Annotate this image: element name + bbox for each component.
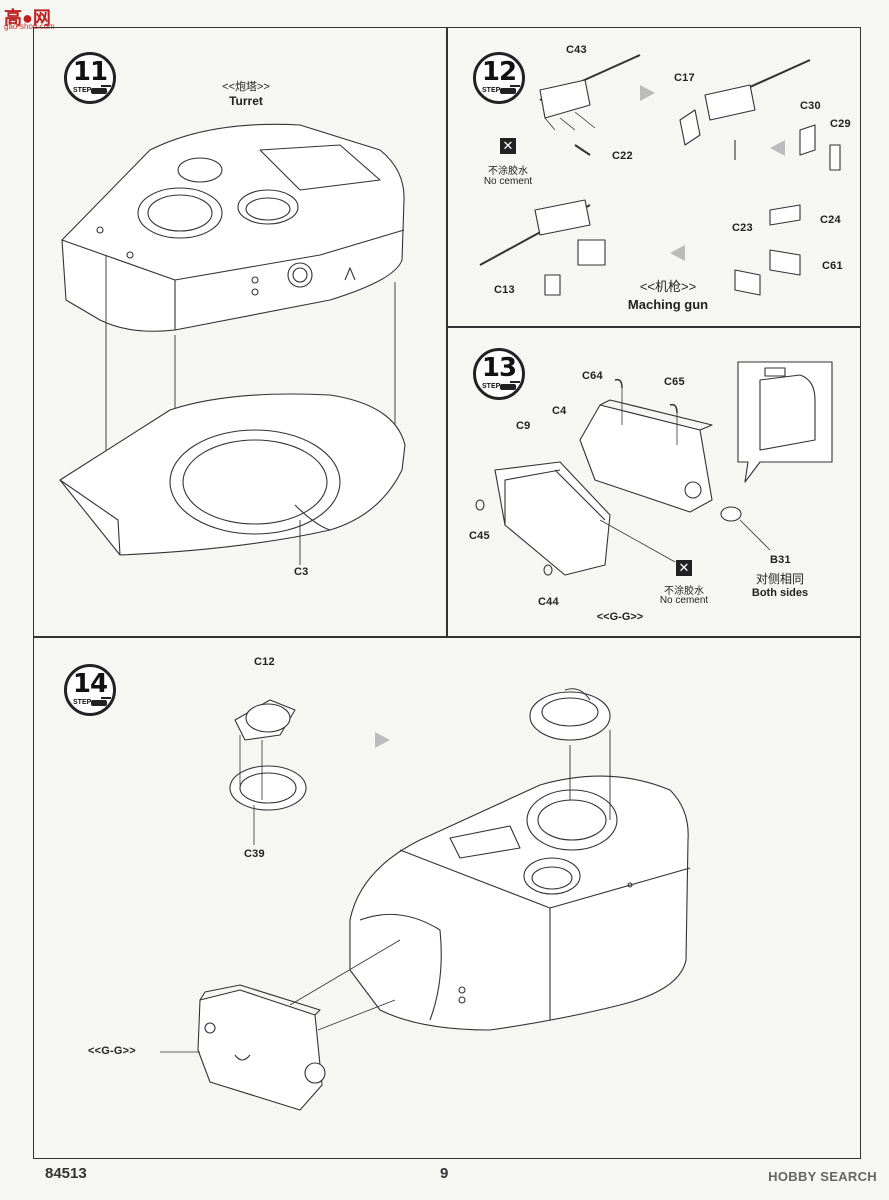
part-label-c17: C17	[674, 72, 695, 84]
part-label-c9: C9	[516, 420, 531, 432]
part-label-c29: C29	[830, 118, 851, 130]
watermark-logo: 高●网	[4, 8, 51, 28]
step-14-badge: 14 STEP	[64, 664, 116, 716]
part-label-c4: C4	[552, 405, 567, 417]
part-label-c61: C61	[822, 260, 843, 272]
page-number: 9	[440, 1165, 449, 1182]
tank-icon	[91, 697, 111, 706]
part-label-b31: B31	[770, 554, 791, 566]
turret-ring-base-drawing	[59, 393, 406, 556]
step-12-badge: 12 STEP	[473, 52, 525, 104]
step-12-no-cement-en: No cement	[483, 176, 533, 187]
step-13-badge: 13 STEP	[473, 348, 525, 400]
kit-number: 84513	[45, 1165, 87, 1182]
step-12-subtitle-cn: <<机枪>>	[639, 279, 697, 294]
tank-icon	[500, 85, 520, 94]
part-label-c13: C13	[494, 284, 515, 296]
part-label-c39: C39	[244, 848, 265, 860]
step-12-number: 12	[481, 57, 517, 87]
step-11-badge: 11 STEP	[64, 52, 116, 104]
gg-subassembly-drawing	[160, 939, 401, 1111]
gg-assembly-drawing	[475, 361, 833, 576]
step-12-word: STEP	[482, 87, 501, 94]
turret-top-drawing	[61, 123, 405, 332]
step-13-no-cement-cn: 不涂胶水	[664, 586, 704, 597]
tank-icon	[500, 381, 520, 390]
panel-step-14	[33, 637, 861, 1159]
panel-step-12	[447, 27, 861, 327]
part-label-c45: C45	[469, 530, 490, 542]
part-label-c3: C3	[294, 566, 309, 578]
part-label-c23: C23	[732, 222, 753, 234]
panel-step-13	[447, 327, 861, 637]
watermark-url: gao-shou.com	[4, 22, 55, 31]
step-13-no-cement-en: No cement	[659, 595, 709, 606]
turret-full-drawing	[349, 730, 691, 1031]
step-14-flow-arrow	[375, 732, 390, 748]
step-13-both-sides-cn: 对侧相同	[755, 572, 805, 586]
part-label-c44: C44	[538, 596, 559, 608]
step-14-number: 14	[72, 669, 108, 699]
step-13-number: 13	[481, 353, 517, 383]
brand-watermark: HOBBY SEARCH	[768, 1169, 877, 1184]
step-12-no-cement-cn: 不涂胶水	[488, 166, 528, 177]
step-11-title-en: Turret	[229, 94, 263, 108]
part-label-c22: C22	[612, 150, 633, 162]
no-cement-icon: ✕	[676, 560, 692, 576]
part-label-c30: C30	[800, 100, 821, 112]
step-11-word: STEP	[73, 87, 92, 94]
part-label-c65: C65	[664, 376, 685, 388]
hatch-drawings	[229, 688, 611, 845]
tank-icon	[91, 85, 111, 94]
part-label-c64: C64	[582, 370, 603, 382]
part-label-c12: C12	[254, 656, 275, 668]
step-13-subassembly-label: <<G-G>>	[596, 611, 644, 623]
step-13-word: STEP	[482, 383, 501, 390]
step-14-subassembly-label: <<G-G>>	[88, 1045, 136, 1057]
part-label-c24: C24	[820, 214, 841, 226]
panel-step-11	[33, 27, 447, 637]
step-14-word: STEP	[73, 699, 92, 706]
step-12-subtitle-en: Maching gun	[627, 297, 709, 312]
step-12-flow-arrows	[640, 85, 785, 261]
step-11-number: 11	[72, 57, 108, 87]
part-label-c43: C43	[566, 44, 587, 56]
step-13-both-sides-en: Both sides	[751, 587, 809, 599]
machine-gun-drawings	[479, 54, 841, 296]
step-11-title-cn: <<炮塔>>	[222, 81, 270, 93]
no-cement-icon: ✕	[500, 138, 516, 154]
